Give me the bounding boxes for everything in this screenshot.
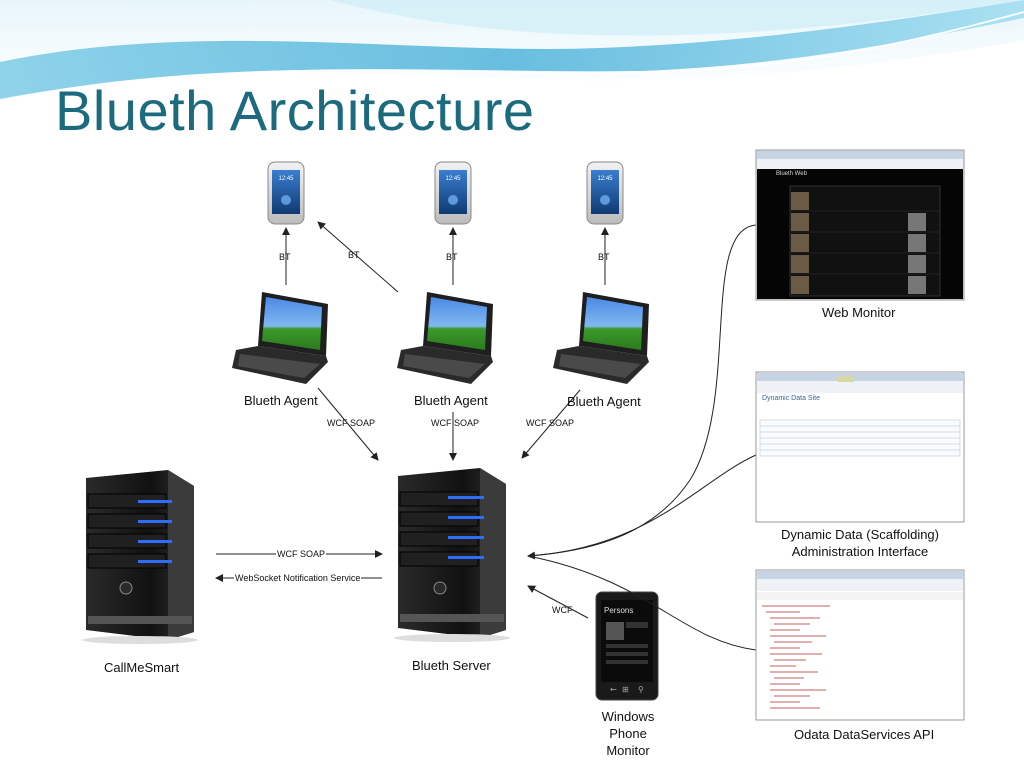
wcf-soap-label-callme: WCF SOAP — [276, 549, 327, 559]
blueth-server — [394, 468, 510, 642]
svg-text:⊞: ⊞ — [622, 685, 629, 694]
web-monitor-screenshot — [755, 149, 965, 301]
dynamic-data-connector — [527, 454, 757, 557]
dynamic-data-screenshot — [755, 371, 965, 523]
dynamic-data-screen-title: Dynamic Data Site — [762, 395, 820, 402]
bt-label-1: BT — [279, 252, 291, 262]
laptop-2 — [397, 292, 493, 384]
svg-text:⚲: ⚲ — [638, 685, 644, 694]
bt-label-3: BT — [598, 252, 610, 262]
wcf-arrow-3 — [521, 389, 581, 459]
odata-connector — [527, 555, 757, 651]
bt-label-2: BT — [446, 252, 458, 262]
callmesmart-server — [82, 470, 198, 644]
wcf-arrow-1 — [317, 387, 379, 461]
agent-2-label: Blueth Agent — [414, 393, 488, 408]
odata-label: Odata DataServices API — [794, 727, 935, 742]
blueth-server-label: Blueth Server — [412, 658, 491, 673]
svg-text:12:45: 12:45 — [278, 176, 294, 182]
phone-2: 12:45 — [434, 161, 472, 225]
phone-1: 12:45 — [267, 161, 305, 225]
windows-phone: ← ⊞ ⚲ — [595, 591, 659, 701]
web-monitor-label: Web Monitor — [822, 305, 896, 320]
dynamic-data-label: Dynamic Data (Scaffolding) Administratio… — [781, 527, 939, 559]
svg-text:←: ← — [610, 685, 617, 694]
web-monitor-connector — [527, 224, 757, 560]
svg-text:12:45: 12:45 — [445, 176, 461, 182]
agent-3-label: Blueth Agent — [567, 394, 641, 409]
bt-label-cross: BT — [348, 250, 360, 260]
odata-screenshot — [755, 569, 965, 721]
windows-phone-label: Windows Phone Monitor — [601, 709, 655, 758]
header-wave — [0, 0, 1024, 101]
laptop-3 — [553, 292, 649, 384]
wcf-phone-label: WCF — [552, 605, 573, 615]
laptop-1 — [232, 292, 328, 384]
windows-phone-app-title: Persons — [604, 606, 634, 615]
web-monitor-screen-title: Blueth Web — [776, 171, 807, 177]
wcf-soap-label-1: WCF SOAP — [327, 418, 376, 428]
wcf-soap-label-3: WCF SOAP — [526, 418, 575, 428]
wcf-phone-arrow — [527, 585, 589, 619]
wcf-soap-label-2: WCF SOAP — [431, 418, 480, 428]
slide-title: Blueth Architecture — [55, 79, 535, 142]
agent-1-label: Blueth Agent — [244, 393, 318, 408]
phone-3: 12:45 — [586, 161, 624, 225]
callmesmart-label: CallMeSmart — [104, 660, 180, 675]
svg-text:12:45: 12:45 — [597, 176, 613, 182]
bt-arrow-cross — [317, 221, 399, 293]
websocket-label: WebSocket Notification Service — [234, 573, 362, 583]
